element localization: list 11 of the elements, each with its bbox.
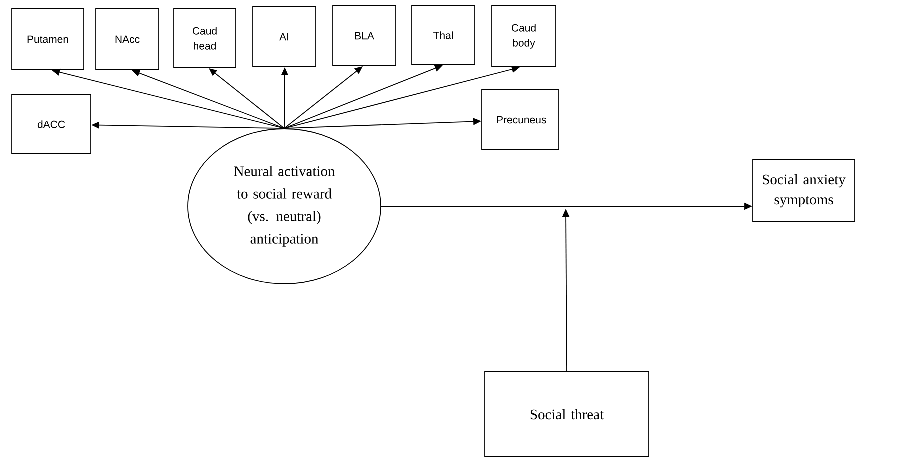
region-box: BLA [332, 6, 396, 66]
region-box: Putamen [12, 8, 84, 70]
region-box: NAcc [96, 8, 160, 70]
region-box: dACC [12, 94, 92, 154]
region-box: AI [252, 6, 316, 68]
variable-box: Social threat [484, 372, 650, 458]
variable-box: Social anxiety symptoms [752, 160, 856, 222]
region-box: Precuneus [482, 90, 560, 150]
region-box: Thal [412, 6, 476, 66]
region-box: Caud body [492, 6, 556, 68]
region-box: Caud head [174, 8, 236, 68]
